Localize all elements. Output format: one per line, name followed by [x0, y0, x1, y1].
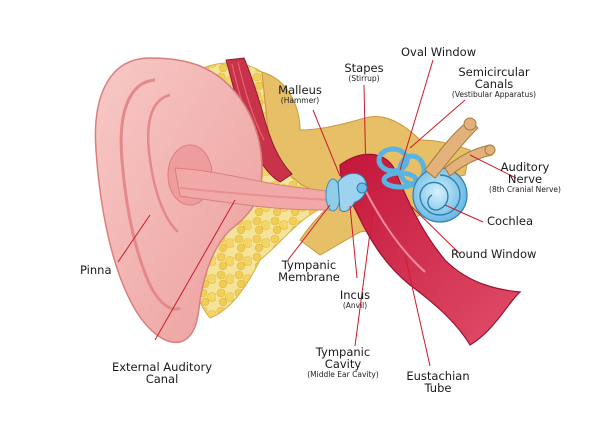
pinna-label: Pinna — [80, 263, 112, 277]
label-cochlea: Cochlea — [487, 215, 533, 227]
auditory-nerve-label-line2: Nerve — [507, 172, 543, 187]
semicircular-canals-label-line1: Semicircular — [458, 65, 530, 79]
tympanic-cavity-sublabel: (Middle Ear Cavity) — [307, 370, 379, 380]
auditory-nerve-label-line1: Auditory — [500, 160, 550, 174]
cochlea-shape — [412, 167, 468, 223]
label-stapes: Stapes (Stirrup) — [335, 62, 393, 83]
label-round-window: Round Window — [451, 248, 536, 260]
tympanic-membrane-label-line2: Membrane — [278, 270, 340, 285]
semicircular-canals-label-line2: Canals — [474, 77, 514, 92]
label-oval-window: Oval Window — [401, 46, 476, 58]
cochlea-label: Cochlea — [487, 214, 533, 228]
tympanic-cavity-label-line2: Cavity — [324, 357, 362, 372]
round-window-label: Round Window — [451, 247, 537, 261]
external-auditory-canal-label-line1: External Auditory — [111, 360, 213, 374]
eustachian-tube — [339, 153, 522, 346]
label-auditory-nerve: Auditory Nerve (8th Cranial Nerve) — [471, 161, 579, 194]
stapes-sublabel: (Stirrup) — [348, 74, 380, 84]
label-eustachian-tube: Eustachian Tube — [400, 370, 476, 394]
label-tympanic-cavity: Tympanic Cavity (Middle Ear Cavity) — [300, 346, 386, 379]
label-incus: Incus (Anvil) — [329, 289, 381, 310]
incus-sublabel: (Anvil) — [342, 301, 368, 311]
ossicles — [337, 173, 368, 213]
auditory-nerve-sublabel: (8th Cranial Nerve) — [489, 185, 561, 195]
tympanic-membrane-label-line1: Tympanic — [281, 258, 337, 272]
label-semicircular-canals: Semicircular Canals (Vestibular Apparatu… — [437, 66, 551, 99]
label-malleus: Malleus (Hammer) — [270, 84, 330, 105]
eustachian-tube-label-line2: Tube — [424, 381, 452, 396]
malleus-sublabel: (Hammer) — [280, 96, 320, 106]
tympanic-cavity-label-line1: Tympanic — [315, 345, 371, 359]
label-external-auditory-canal: External Auditory Canal — [106, 361, 218, 385]
incus-label: Incus — [339, 288, 371, 302]
auditory-nerve — [424, 117, 496, 179]
label-pinna: Pinna — [80, 264, 112, 276]
leader-lines — [117, 59, 517, 367]
semicircular-canals-sublabel: (Vestibular Apparatus) — [451, 90, 537, 100]
stapes-label: Stapes — [344, 61, 384, 75]
label-tympanic-membrane: Tympanic Membrane — [273, 259, 345, 283]
external-auditory-canal-label-line2: Canal — [145, 372, 179, 387]
malleus-label: Malleus — [278, 83, 322, 97]
eustachian-tube-label-line1: Eustachian — [406, 369, 470, 383]
oval-window-label: Oval Window — [401, 45, 477, 59]
